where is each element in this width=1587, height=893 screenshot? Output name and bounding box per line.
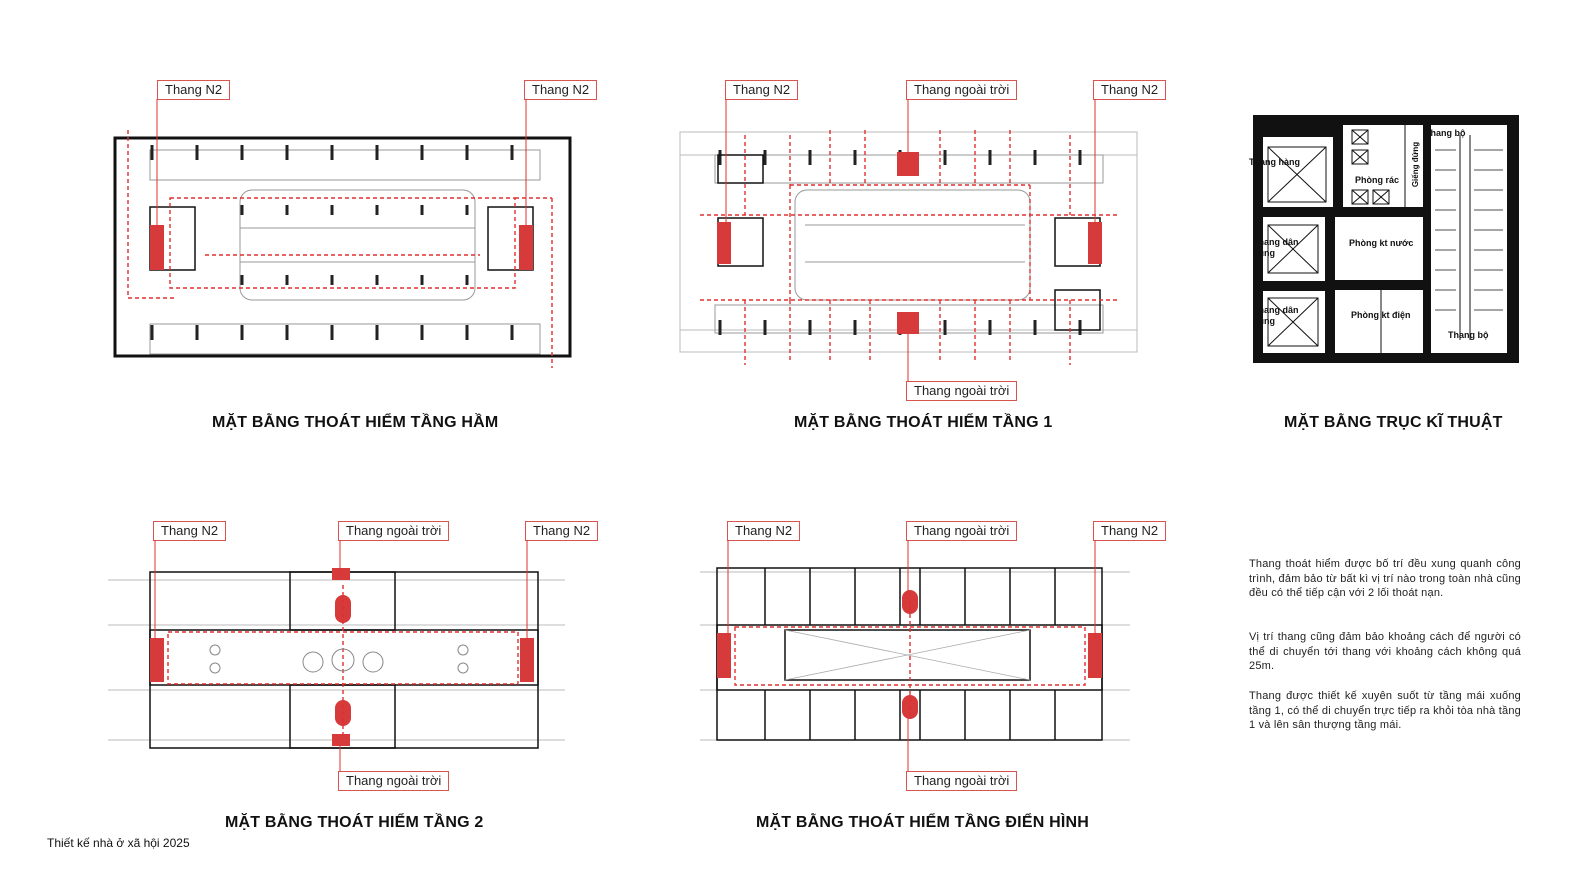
label-water-room: Phòng kt nước <box>1349 238 1414 248</box>
label-outdoor-stair-bottom: Thang ngoài trời <box>338 771 450 791</box>
note-paragraph-1: Thang thoát hiểm được bố trí đều xung qu… <box>1249 558 1521 600</box>
label-stair-n2-right: Thang N2 <box>524 80 598 100</box>
label-stair-n2-right: Thang N2 <box>1093 521 1167 541</box>
label-outdoor-stair-bottom: Thang ngoài trời <box>906 771 1018 791</box>
label-stair-n2-left: Thang N2 <box>153 521 227 541</box>
plan-title-floor2: MẶT BẰNG THOÁT HIỂM TẦNG 2 <box>225 814 484 831</box>
plan-title-basement: MẶT BẰNG THOÁT HIỂM TẦNG HẦM <box>212 414 499 431</box>
label-stair-n2-right: Thang N2 <box>525 521 599 541</box>
label-stair-top: Thang bộ <box>1425 128 1466 138</box>
note-paragraph-3: Thang được thiết kế xuyên suốt từ tầng m… <box>1249 690 1521 732</box>
label-outdoor-stair-bottom: Thang ngoài trời <box>906 381 1018 401</box>
plan-title-floor1: MẶT BẰNG THOÁT HIỂM TẦNG 1 <box>794 414 1053 431</box>
label-stair-n2-left: Thang N2 <box>727 521 801 541</box>
label-outdoor-stair-top: Thang ngoài trời <box>338 521 450 541</box>
label-trash-room: Phòng rác <box>1355 175 1400 185</box>
plan-title-technical-core: MẶT BẰNG TRỤC KĨ THUẬT <box>1284 414 1503 431</box>
label-passenger-lift-2: Thang dân dụng <box>1253 305 1299 326</box>
label-stair-n2-left: Thang N2 <box>157 80 231 100</box>
label-electric-room: Phòng kt điện <box>1351 310 1411 320</box>
plan-title-typical-floor: MẶT BẰNG THOÁT HIỂM TẦNG ĐIỂN HÌNH <box>756 814 1090 831</box>
label-passenger-lift-1: Thang dân dụng <box>1253 237 1299 258</box>
label-stair-n2-right: Thang N2 <box>1093 80 1167 100</box>
label-outdoor-stair-top: Thang ngoài trời <box>906 521 1018 541</box>
label-stair-n2-left: Thang N2 <box>725 80 799 100</box>
note-paragraph-2: Vị trí thang cũng đảm bảo khoảng cách để… <box>1249 631 1521 673</box>
label-outdoor-stair-top: Thang ngoài trời <box>906 80 1018 100</box>
label-service-lift: Thang hàng <box>1249 157 1300 167</box>
footer-caption: Thiết kế nhà ở xã hội 2025 <box>47 836 190 850</box>
label-stair-bottom: Thang bộ <box>1448 330 1489 340</box>
